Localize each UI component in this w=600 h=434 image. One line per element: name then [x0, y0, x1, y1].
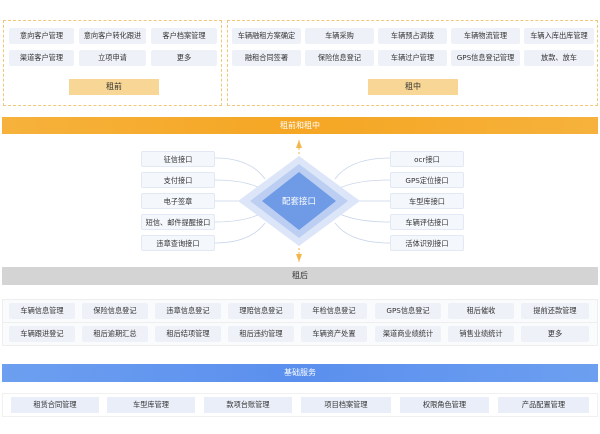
mid-rental-item[interactable]: 融租合同签署 — [232, 50, 301, 66]
connector-line — [334, 157, 391, 180]
arrow-down-icon — [296, 254, 302, 262]
connector-line — [214, 212, 263, 223]
base-service-item[interactable]: 款项台账管理 — [204, 397, 292, 413]
post-rental-item[interactable]: 保险信息登记 — [82, 303, 148, 319]
pre-rental-item[interactable]: 意向客户管理 — [9, 28, 74, 44]
right-interface-item[interactable]: GPS定位接口 — [390, 172, 464, 188]
left-interface-item[interactable]: 违章查询接口 — [141, 235, 215, 251]
pre-rental-item[interactable]: 意向客户转化跟进 — [79, 28, 146, 44]
pre-rental-label: 租前 — [69, 79, 159, 95]
post-rental-item[interactable]: 车辆跟进登记 — [9, 326, 75, 342]
pre-rental-item[interactable]: 更多 — [151, 50, 217, 66]
mid-rental-item[interactable]: 放款、放车 — [524, 50, 594, 66]
base-services-row: 租赁合同管理 车型库管理 款项台账管理 项目档案管理 权限角色管理 产品配置管理 — [2, 393, 598, 417]
post-rental-item[interactable]: 租后结项管理 — [155, 326, 221, 342]
base-services-band: 基础服务 — [2, 364, 598, 382]
mid-rental-item[interactable]: 车辆采购 — [305, 28, 374, 44]
center-interface-label: 配套接口 — [281, 197, 316, 207]
post-rental-item[interactable]: GPS信息登记 — [375, 303, 441, 319]
base-service-item[interactable]: 项目档案管理 — [301, 397, 391, 413]
connector-line — [214, 179, 263, 190]
mid-rental-item[interactable]: 保险信息登记 — [305, 50, 374, 66]
pre-rental-item[interactable]: 渠道客户管理 — [9, 50, 74, 66]
base-service-item[interactable]: 租赁合同管理 — [11, 397, 99, 413]
post-rental-item[interactable]: 更多 — [521, 326, 589, 342]
mid-rental-label: 租中 — [368, 79, 458, 95]
mid-rental-item[interactable]: 车辆预占调拨 — [378, 28, 447, 44]
base-service-item[interactable]: 车型库管理 — [107, 397, 195, 413]
interface-connector-diagram — [214, 140, 391, 262]
mid-rental-panel: 车辆融租方案确定 车辆采购 车辆预占调拨 车辆物流管理 车辆入库出库管理 融租合… — [227, 20, 598, 106]
post-rental-item[interactable]: 提前还款管理 — [521, 303, 589, 319]
diamond-inner — [262, 172, 336, 230]
right-interface-item[interactable]: 活体识别接口 — [390, 235, 464, 251]
mid-rental-item[interactable]: 车辆过户管理 — [378, 50, 447, 66]
post-rental-row-1: 车辆信息管理 保险信息登记 违章信息登记 理赔信息登记 年检信息登记 GPS信息… — [2, 299, 598, 323]
pre-rental-panel: 意向客户管理 意向客户转化跟进 客户档案管理 渠道客户管理 立项申请 更多 租前 — [3, 20, 222, 106]
connector-line — [214, 222, 266, 244]
left-interface-item[interactable]: 短信、邮件提醒接口 — [141, 214, 215, 230]
post-rental-item[interactable]: 租后违约管理 — [228, 326, 294, 342]
post-rental-item[interactable]: 渠道商业绩统计 — [375, 326, 441, 342]
base-service-item[interactable]: 权限角色管理 — [400, 397, 489, 413]
post-rental-item[interactable]: 理赔信息登记 — [228, 303, 294, 319]
post-rental-row-2: 车辆跟进登记 租后逾期汇总 租后结项管理 租后违约管理 车辆资产处置 渠道商业绩… — [2, 322, 598, 346]
right-interface-item[interactable]: 车型库接口 — [390, 193, 464, 209]
right-interface-item[interactable]: ocr接口 — [390, 151, 464, 167]
left-interface-item[interactable]: 支付接口 — [141, 172, 215, 188]
connector-line — [337, 212, 391, 223]
base-service-item[interactable]: 产品配置管理 — [498, 397, 589, 413]
pre-rental-item[interactable]: 客户档案管理 — [151, 28, 217, 44]
left-interface-item[interactable]: 征信接口 — [141, 151, 215, 167]
mid-rental-item[interactable]: 车辆融租方案确定 — [232, 28, 301, 44]
post-rental-item[interactable]: 违章信息登记 — [155, 303, 221, 319]
pre-mid-band: 租前和租中 — [2, 117, 598, 134]
post-rental-item[interactable]: 销售业绩统计 — [448, 326, 514, 342]
right-interface-item[interactable]: 车辆评估接口 — [390, 214, 464, 230]
post-rental-item[interactable]: 车辆信息管理 — [9, 303, 75, 319]
left-interface-item[interactable]: 电子签章 — [141, 193, 215, 209]
arrow-up-icon — [296, 140, 302, 148]
post-rental-band: 租后 — [2, 267, 598, 285]
mid-rental-item[interactable]: GPS信息登记管理 — [451, 50, 520, 66]
post-rental-item[interactable]: 车辆资产处置 — [301, 326, 367, 342]
connector-line — [214, 157, 266, 180]
connector-lines — [214, 157, 391, 244]
post-rental-item[interactable]: 年检信息登记 — [301, 303, 367, 319]
pre-rental-item[interactable]: 立项申请 — [79, 50, 146, 66]
post-rental-item[interactable]: 租后逾期汇总 — [82, 326, 148, 342]
connector-line — [337, 179, 391, 190]
mid-rental-item[interactable]: 车辆入库出库管理 — [524, 28, 594, 44]
mid-rental-item[interactable]: 车辆物流管理 — [451, 28, 520, 44]
post-rental-item[interactable]: 租后催收 — [448, 303, 514, 319]
connector-line — [334, 222, 391, 244]
